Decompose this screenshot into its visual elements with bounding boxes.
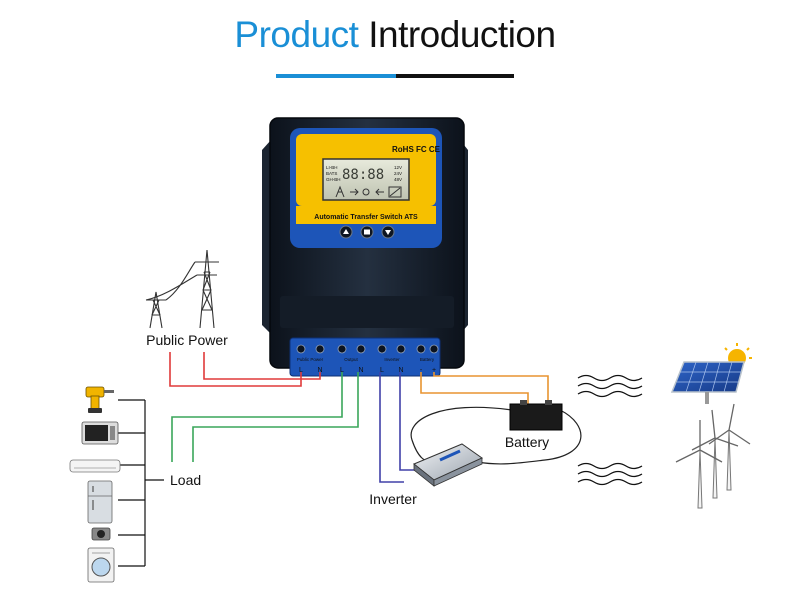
terminal-letter-1: L bbox=[299, 367, 303, 374]
underline-black bbox=[396, 74, 514, 78]
title-product: Product bbox=[234, 14, 359, 55]
air-conditioner-icon bbox=[69, 459, 121, 473]
terminal-letter-2: N bbox=[317, 367, 322, 374]
output-wires bbox=[171, 372, 359, 462]
terminal-group-output: Output bbox=[344, 357, 358, 362]
battery-label: Battery bbox=[505, 434, 549, 450]
lcd-voltage-1: 12V bbox=[394, 165, 402, 170]
lcd-label-1: LI-BH bbox=[326, 165, 338, 170]
page-title: Product Introduction bbox=[0, 14, 790, 56]
wiring bbox=[118, 352, 582, 567]
control-buttons bbox=[339, 225, 395, 239]
lcd-voltage-2: 24V bbox=[394, 171, 402, 176]
lcd-voltage-3: 48V bbox=[394, 177, 402, 182]
title-underline bbox=[276, 74, 514, 78]
terminal-letter-8: + bbox=[432, 367, 436, 374]
menu-square-icon bbox=[364, 229, 370, 235]
load-bus bbox=[118, 399, 164, 567]
underline-blue bbox=[276, 74, 396, 78]
controller-device: RoHS FC CE LI-BH BATS GH-BH 88:88 12V 24… bbox=[262, 117, 468, 377]
lcd-digits: 88:88 bbox=[342, 167, 384, 183]
terminal-screws bbox=[296, 344, 439, 354]
load-appliances bbox=[69, 386, 121, 583]
terminal-group-battery: Battery bbox=[420, 357, 435, 362]
certification-marks: RoHS FC CE bbox=[392, 145, 441, 154]
terminal-letter-4: N bbox=[358, 367, 363, 374]
camera-icon bbox=[91, 527, 111, 541]
public-power-label: Public Power bbox=[146, 332, 228, 348]
power-pylon-icon bbox=[145, 249, 219, 329]
load-label: Load bbox=[170, 472, 201, 488]
terminal-letter-5: L bbox=[380, 367, 384, 374]
solar-panel-icon bbox=[670, 343, 752, 404]
inverter-label: Inverter bbox=[369, 491, 417, 507]
terminal-letter-7: - bbox=[420, 367, 423, 374]
device-name-label: Automatic Transfer Switch ATS bbox=[314, 214, 418, 221]
drill-icon bbox=[85, 386, 114, 413]
terminal-group-inverter: Inverter bbox=[384, 357, 400, 362]
title-introduction: Introduction bbox=[368, 14, 556, 55]
lcd-label-2: BATS bbox=[326, 171, 337, 176]
down-arrow-icon bbox=[385, 230, 391, 235]
inverter-wires bbox=[379, 372, 420, 483]
battery-wires bbox=[420, 372, 549, 404]
lcd-screen: LI-BH BATS GH-BH 88:88 12V 24V 48V bbox=[322, 158, 410, 201]
wind-energy-waves bbox=[577, 462, 643, 486]
front-panel: RoHS FC CE LI-BH BATS GH-BH 88:88 12V 24… bbox=[290, 128, 442, 248]
public-power-wires bbox=[169, 352, 321, 387]
refrigerator-icon bbox=[87, 480, 113, 524]
microwave-icon bbox=[81, 421, 119, 445]
lcd-label-3: GH-BH bbox=[326, 177, 341, 182]
inverter-icon bbox=[413, 443, 484, 487]
terminal-letter-3: L bbox=[340, 367, 344, 374]
terminal-group-public-power: Public Power bbox=[297, 357, 324, 362]
washing-machine-icon bbox=[87, 547, 115, 583]
lcd-flow-icons bbox=[335, 185, 402, 198]
terminal-letter-6: N bbox=[398, 367, 403, 374]
battery-icon bbox=[509, 400, 563, 431]
terminal-block: Public Power Output Inverter Battery L N… bbox=[289, 337, 441, 377]
solar-energy-waves bbox=[577, 374, 643, 398]
up-arrow-icon bbox=[343, 229, 349, 234]
wind-turbine-icon bbox=[675, 403, 751, 509]
